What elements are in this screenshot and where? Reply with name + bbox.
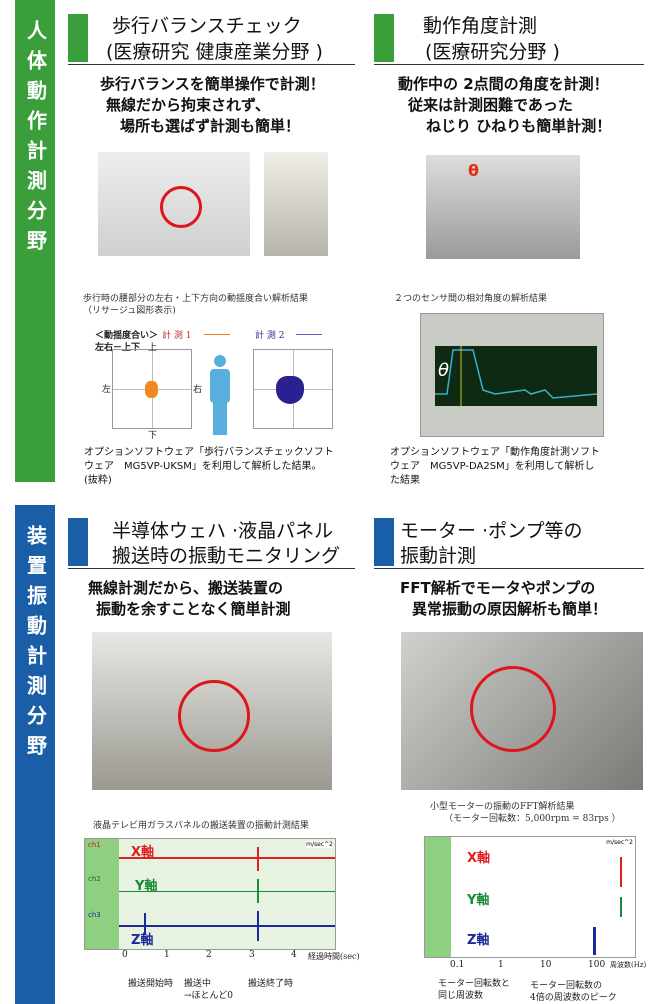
channel-label: ch3 [88,911,101,919]
x-tick: 0 [122,950,128,960]
annotation: 搬送中 [184,979,212,989]
x-axis-title: 経過時間(sec) [308,952,360,961]
plot-trace [145,381,158,398]
section-marker [374,14,394,62]
annotation: モーター回転数と [438,979,511,989]
y-axis-label: Y軸 [135,879,158,894]
annotation: →ほとんど0 [184,991,233,1001]
annotation: 4倍の周波数のピーク [530,993,617,1003]
highlight-circle [470,666,556,752]
highlight-circle [178,680,250,752]
legend-series-2: 計 測 2 [255,331,285,341]
fft-chart: X軸 Y軸 Z軸 m/sec^2 [424,836,636,958]
divider [68,64,355,65]
figure-caption: 液晶テレビ用ガラスパネルの搬送装置の振動計測結果 [93,821,309,831]
divider [374,64,644,65]
z-axis-label: Z軸 [467,933,490,948]
category-band-human-motion: 人体動作計測分野 [15,0,55,482]
x-tick: 100 [588,960,606,970]
x-tick: 2 [206,950,212,960]
channel-label: ch1 [88,841,101,849]
annotation: 搬送開始時 [128,979,174,989]
annotation: 同じ周波数 [438,991,484,1001]
section-title: モーター ·ポンプ等の [400,520,583,542]
figure-caption: 歩行時の腰部分の左右・上下方向の動揺度合い解析結果（リサージュ図形表示) [83,294,309,316]
walking-person-photo [264,152,328,256]
x-tick: 0.1 [450,960,465,970]
tick-right: 右 [193,385,203,395]
unit-label: m/sec^2 [306,841,333,848]
section-subtitle: 搬送時の振動モニタリング [112,545,341,567]
axis-label: 左右－上下 [95,343,141,353]
lissajous-plot-1 [112,349,192,429]
figure-caption: ２つのセンサ間の相対角度の解析結果 [394,294,548,304]
annotation: 搬送終了時 [248,979,294,989]
z-axis-label: Z軸 [131,933,154,948]
y-axis-label: Y軸 [467,893,490,908]
lead-text: 歩行バランスを簡単操作で計測！無線だから拘束されず、場所も選ばず計測も簡単！ [100,75,325,135]
legend-line-2 [296,334,322,335]
tick-left: 左 [102,385,112,395]
legend-series-1: 計 測 1 [162,331,192,341]
angle-software-screenshot: θ [420,313,604,437]
category-band-vibration: 装置振動計測分野 [15,505,55,1004]
figure-caption: 小型モーターの振動のFFT解析結果（モーター回転数：5,000rpm = 83r… [430,802,621,824]
section-title: 半導体ウェハ ·液晶パネル [112,520,334,542]
x-tick: 1 [498,960,504,970]
x-tick: 4 [291,950,297,960]
section-title: 動作角度計測 [423,15,538,37]
plot-trace [276,376,304,404]
divider [374,568,644,569]
tick-down: 下 [148,431,158,441]
tick-up: 上 [148,343,158,353]
chart-legend-title: ＜動揺度合い＞ [95,331,159,341]
section-subtitle: (医療研究分野 ) [425,41,560,63]
section-marker [68,14,88,62]
section-subtitle: (医療研究 健康産業分野 ) [106,41,323,63]
x-axis-label: X軸 [467,851,491,866]
theta-label: θ [438,360,450,381]
vibration-time-chart: X軸 Y軸 Z軸 ch1 ch2 ch3 m/sec^2 [84,838,336,950]
lead-text: FFT解析でモータやポンプの異常振動の原因解析も簡単！ [400,579,608,618]
software-note: オプションソフトウェア「動作角度計測ソフトウェア MG5VP-DA2SM」を利用… [390,447,600,486]
x-axis-title: 周波数(Hz) [610,961,647,969]
annotation: モーター回転数の [530,981,603,991]
highlight-circle [160,186,202,228]
section-marker [374,518,394,566]
legend-line-1 [204,334,230,335]
lead-text: 動作中の 2点間の角度を計測！従来は計測困難であったねじり ひねりも簡単計測！ [398,75,612,135]
section-subtitle: 振動計測 [400,545,477,567]
angle-graph: θ [435,346,597,406]
x-tick: 3 [249,950,255,960]
section-marker [68,518,88,566]
software-note: オプションソフトウェア「歩行バランスチェックソフトウェア MG5VP-UKSM」… [84,447,334,486]
x-tick: 10 [540,960,552,970]
x-tick: 1 [164,950,170,960]
channel-label: ch2 [88,875,101,883]
lissajous-plot-2 [253,349,333,429]
band-label: 装置振動計測分野 [23,525,48,765]
band-label: 人体動作計測分野 [23,20,48,260]
lead-text: 無線計測だから、搬送装置の振動を余すことなく簡単計測 [88,579,291,618]
arm-sensor-photo: θ [426,155,580,259]
divider [68,568,355,569]
section-title: 歩行バランスチェック [112,15,302,37]
human-figure-icon [207,355,233,437]
unit-label: m/sec^2 [606,839,633,846]
x-axis-label: X軸 [131,845,155,860]
